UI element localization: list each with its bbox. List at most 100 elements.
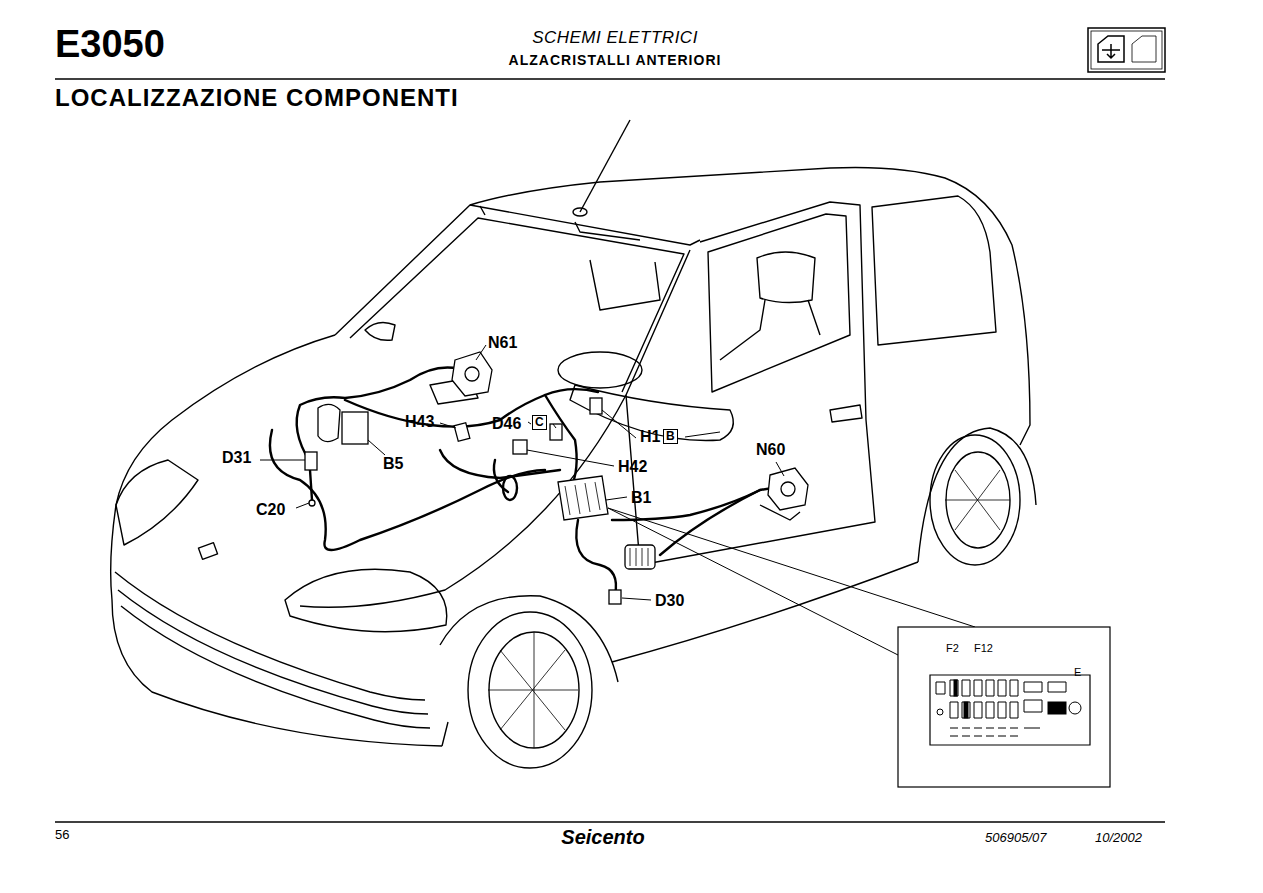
drawing-stroke: [602, 410, 636, 438]
drawing-stroke: [608, 508, 975, 627]
components: [305, 352, 808, 604]
drawing-stroke: [55, 821, 1165, 823]
drawing-stroke: [964, 702, 968, 718]
drawing-stroke: [945, 470, 1010, 530]
drawing-stroke: [625, 545, 655, 569]
drawing-stroke: [310, 470, 312, 500]
page-number: 56: [55, 828, 69, 842]
drawing-stroke: [580, 120, 630, 212]
drawing-stroke: [685, 432, 720, 437]
drawing-stroke: [476, 345, 486, 360]
drawing-stroke: [300, 395, 626, 607]
callout-code: C20: [256, 501, 285, 519]
rules: [55, 79, 1165, 822]
drawing-stroke: [1088, 28, 1165, 72]
drawing-stroke: [118, 590, 428, 714]
drawing-stroke: [954, 680, 957, 696]
drawing-stroke: [898, 627, 1110, 787]
drawing-stroke: [198, 543, 217, 560]
drawing-stroke: [489, 632, 579, 748]
callout-code: H42: [618, 458, 647, 476]
drawing-stroke: [350, 218, 684, 392]
drawing-stroke: [1132, 36, 1156, 62]
drawing-stroke: [480, 206, 640, 240]
drawing-stroke: [440, 596, 618, 746]
callout-code: D31: [222, 449, 251, 467]
drawing-stroke: [781, 482, 795, 496]
drawing-stroke: [757, 252, 815, 303]
document-code: 506905/07: [985, 831, 1046, 845]
callout-code: N60: [756, 441, 785, 459]
drawing-stroke: [468, 612, 592, 768]
drawing-stroke: [296, 503, 309, 508]
drawing-stroke: [488, 632, 578, 748]
drawing-stroke: [553, 424, 556, 428]
drawing-stroke: [440, 450, 560, 478]
drawing-stroke: [465, 367, 479, 381]
callout-code: B5: [383, 455, 403, 473]
drawing-stroke: [708, 214, 850, 392]
callout-code: H1: [640, 428, 660, 446]
drawing-stroke: [918, 428, 1036, 562]
drawing-stroke: [342, 412, 368, 444]
drawing-stroke: [335, 167, 1030, 445]
leader-lines: [260, 345, 1074, 702]
callout-code: B1: [631, 489, 651, 507]
page-heading: LOCALIZZAZIONE COMPONENTI: [55, 85, 459, 111]
boxed-letter-text: B: [666, 429, 675, 443]
drawing-stroke: [720, 300, 820, 360]
drawing-stroke: [1069, 702, 1081, 714]
drawing-stroke: [111, 335, 335, 600]
drawing-stroke: [513, 440, 527, 454]
drawing-stroke: [1048, 702, 1066, 714]
drawing-stroke: [622, 598, 651, 600]
drawing-stroke: [872, 196, 996, 345]
drawing-stroke: [116, 460, 198, 545]
drawing-stroke: [930, 675, 1090, 745]
drawing-stroke: [760, 505, 800, 520]
fuse-label: E: [1074, 666, 1081, 678]
drawing-stroke: [565, 482, 600, 515]
boxed-letter: C: [532, 415, 547, 430]
model-name: Seicento: [561, 826, 644, 848]
drawing-stroke: [260, 460, 305, 461]
drawing-stroke: [270, 430, 545, 550]
drawing-stroke: [558, 476, 608, 520]
drawing-stroke: [937, 709, 943, 715]
drawing-stroke: [768, 468, 808, 510]
drawing-stroke: [612, 562, 918, 662]
drawing-stroke: [454, 423, 470, 442]
drawing-stroke: [550, 424, 562, 440]
drawing-stroke: [55, 78, 1165, 80]
boxed-letter: B: [663, 429, 678, 444]
drawing-stroke: [573, 208, 587, 216]
car-body: [111, 120, 1036, 768]
drawing-stroke: [368, 440, 385, 455]
drawing-stroke: [558, 352, 642, 388]
drawing-stroke: [305, 452, 317, 470]
drawing-stroke: [608, 508, 898, 655]
callout-code: D46: [492, 415, 521, 433]
section-subtitle: ALZACRISTALLI ANTERIORI: [509, 53, 722, 68]
drawing-stroke: [440, 423, 456, 428]
drawing-stroke: [527, 450, 614, 466]
drawing-stroke: [365, 322, 395, 340]
drawing-stroke: [590, 260, 660, 310]
drawing-stroke: [318, 404, 340, 441]
callout-code: H43: [405, 413, 434, 431]
drawing-stroke: [606, 497, 627, 500]
drawing-stroke: [545, 395, 577, 490]
drawing-stroke: [494, 460, 508, 492]
drawing-stroke: [452, 352, 492, 396]
drawing-stroke: [1091, 31, 1162, 69]
fuse-box-inset: [898, 627, 1110, 787]
drawing-stroke: [1102, 44, 1120, 58]
callout-code: D30: [655, 592, 684, 610]
fuse-label: F12: [974, 642, 993, 654]
drawing-stroke: [528, 422, 531, 424]
drawing-stroke: [936, 680, 1066, 696]
callout-code: N61: [488, 334, 517, 352]
drawing-stroke: [121, 606, 430, 728]
